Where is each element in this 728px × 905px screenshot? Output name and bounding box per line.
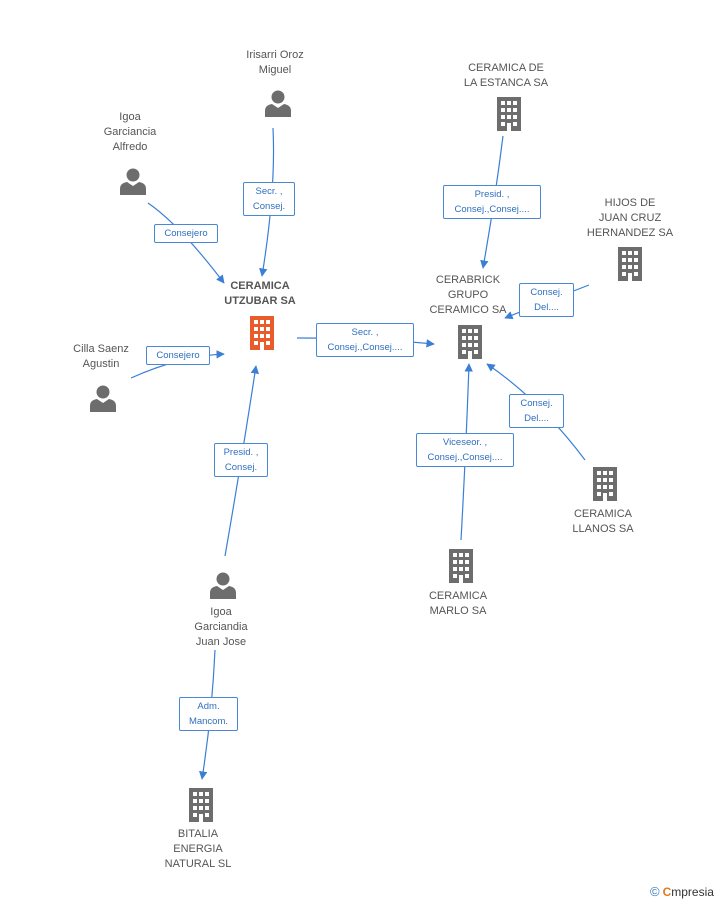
node-label-line: UTZUBAR SA — [224, 295, 296, 307]
edge-label-llanos-cerabrick[interactable]: Consej. Del.... — [509, 394, 564, 428]
node-label-igoa-alfredo[interactable]: Igoa Garciancia Alfredo — [104, 110, 157, 155]
building-icon-bitalia[interactable] — [189, 788, 213, 822]
person-icon-igoa-juanjose[interactable] — [210, 572, 236, 600]
node-label-line: CERAMICO SA — [429, 304, 507, 316]
edge-label-line: Viceseor. , — [442, 437, 488, 448]
edge-label-igoa-alfredo-utzubar[interactable]: Consejero — [154, 224, 218, 243]
edge-label-line: Secr. , — [351, 327, 379, 338]
node-label-line: CERAMICA — [428, 590, 488, 602]
node-label-line: CERAMICA DE — [468, 62, 544, 74]
node-label-line: ENERGIA — [173, 843, 223, 855]
node-label-line: Juan Jose — [195, 636, 247, 648]
edge-label-line: Del.... — [524, 413, 549, 424]
node-label-line: CERAMICA — [573, 508, 633, 520]
node-label-line: CERAMICA — [230, 280, 290, 292]
edge-label-line: Presid. , — [223, 447, 259, 458]
edge-label-line: Consej.,Consej.... — [427, 452, 503, 463]
edge-label-igoa-juanjose-bitalia[interactable]: Adm. Mancom. — [179, 697, 238, 731]
node-label-irisarri[interactable]: Irisarri Oroz Miguel — [246, 48, 303, 78]
node-label-line: Miguel — [258, 64, 292, 76]
node-label-line: Agustin — [82, 358, 120, 370]
node-label-line: LLANOS SA — [572, 523, 634, 535]
edge-label-line: Consej. — [224, 462, 258, 473]
edge-label-line: Consej.,Consej.... — [454, 204, 530, 215]
node-label-cilla[interactable]: Cilla Saenz Agustin — [73, 342, 129, 372]
node-label-line: Cilla Saenz — [73, 343, 129, 355]
building-icon-cerabrick[interactable] — [458, 325, 482, 359]
node-label-line: NATURAL SL — [164, 858, 232, 870]
node-label-llanos[interactable]: CERAMICA LLANOS SA — [572, 507, 633, 537]
building-icon-hijos[interactable] — [618, 247, 642, 281]
building-icon-marlo[interactable] — [449, 549, 473, 583]
edge-label-line: Secr. , — [255, 186, 283, 197]
edge-label-line: Adm. — [197, 701, 220, 712]
node-label-line: MARLO SA — [429, 605, 487, 617]
node-label-cerabrick[interactable]: CERABRICK GRUPO CERAMICO SA — [429, 273, 506, 318]
edge-label-line: Consejero — [156, 350, 200, 361]
person-icon-irisarri[interactable] — [265, 90, 291, 118]
person-icon-cilla[interactable] — [90, 385, 116, 413]
node-label-line: Alfredo — [112, 141, 148, 153]
node-label-line: JUAN CRUZ — [598, 212, 662, 224]
node-label-line: CERABRICK — [435, 274, 501, 286]
edge-label-marlo-cerabrick[interactable]: Viceseor. , Consej.,Consej.... — [416, 433, 514, 467]
edge-label-line: Mancom. — [188, 716, 229, 727]
edge-label-line: Consej. — [520, 398, 553, 409]
edge-label-igoa-juanjose-utzubar[interactable]: Presid. , Consej. — [214, 443, 268, 477]
edge-label-utzubar-cerabrick[interactable]: Secr. , Consej.,Consej.... — [316, 323, 414, 357]
building-icon-llanos[interactable] — [593, 467, 617, 501]
edge-label-line: Consej.,Consej.... — [327, 342, 403, 353]
node-label-line: HERNANDEZ SA — [586, 227, 674, 239]
building-icon-estanca[interactable] — [497, 97, 521, 131]
edge-igoa-alfredo-utzubar — [147, 202, 225, 284]
person-icon-igoa-alfredo[interactable] — [120, 168, 146, 196]
edge-label-line: Presid. , — [474, 189, 510, 200]
brand-name: mpresia — [671, 885, 714, 899]
node-label-line: Igoa — [210, 606, 232, 618]
node-label-line: GRUPO — [447, 289, 489, 301]
node-label-utzubar[interactable]: CERAMICA UTZUBAR SA — [224, 279, 296, 309]
edge-label-line: Consej. — [530, 287, 563, 298]
copyright-icon: © — [650, 884, 660, 899]
node-label-line: Garciandia — [194, 621, 248, 633]
edge-label-line: Del.... — [534, 302, 559, 313]
node-label-estanca[interactable]: CERAMICA DE LA ESTANCA SA — [464, 61, 548, 91]
node-label-line: HIJOS DE — [604, 197, 656, 209]
building-icon-utzubar[interactable] — [250, 316, 274, 350]
node-label-line: Garciancia — [103, 126, 157, 138]
brand-initial: C — [662, 885, 672, 899]
node-label-marlo[interactable]: CERAMICA MARLO SA — [429, 589, 487, 619]
node-label-hijos[interactable]: HIJOS DE JUAN CRUZ HERNANDEZ SA — [587, 196, 673, 241]
edge-label-line: Consejero — [164, 228, 208, 239]
node-label-line: Igoa — [119, 111, 141, 123]
node-label-line: Irisarri Oroz — [246, 49, 304, 61]
edge-label-hijos-cerabrick[interactable]: Consej. Del.... — [519, 283, 574, 317]
node-label-line: BITALIA — [177, 828, 219, 840]
node-label-line: LA ESTANCA SA — [463, 77, 549, 89]
edge-label-estanca-cerabrick[interactable]: Presid. , Consej.,Consej.... — [443, 185, 541, 219]
node-label-igoa-juanjose[interactable]: Igoa Garciandia Juan Jose — [194, 605, 247, 650]
edge-label-cilla-utzubar[interactable]: Consejero — [146, 346, 210, 365]
edge-label-irisarri-utzubar[interactable]: Secr. , Consej. — [243, 182, 295, 216]
edge-label-line: Consej. — [252, 201, 286, 212]
node-label-bitalia[interactable]: BITALIA ENERGIA NATURAL SL — [165, 827, 232, 872]
brand-logo: ©Cmpresia — [650, 884, 714, 899]
